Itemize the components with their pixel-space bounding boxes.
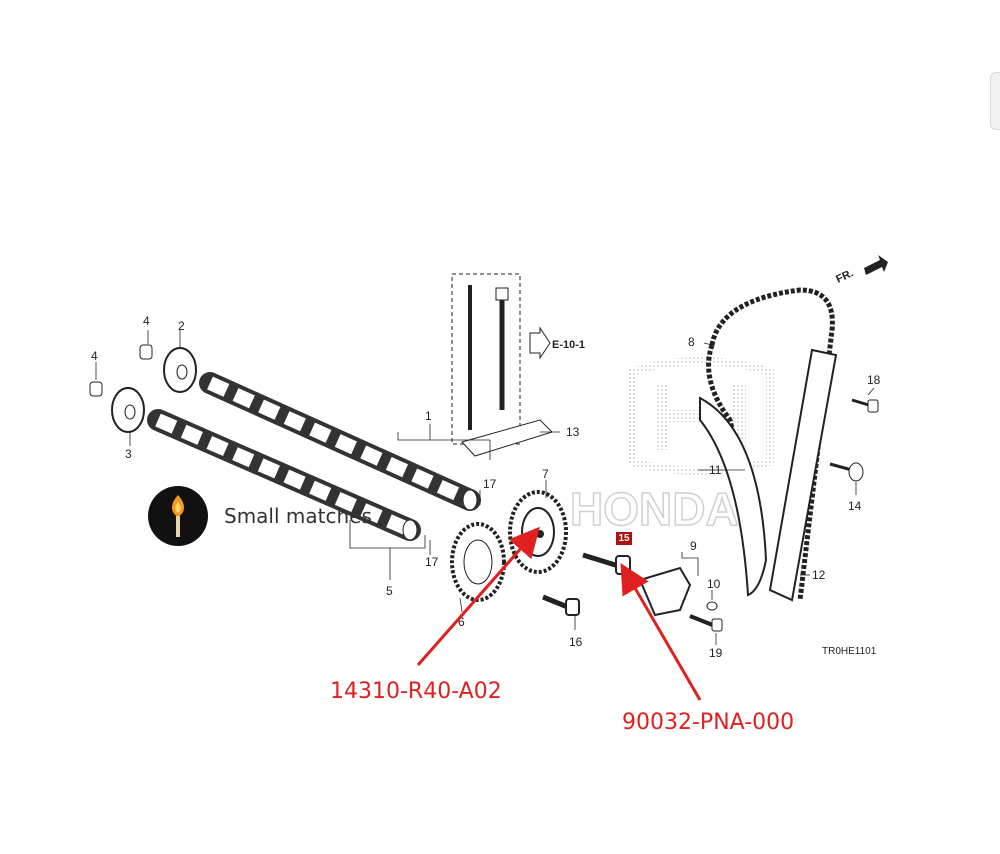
bolt-18 (851, 398, 879, 413)
match-flame-icon (148, 486, 208, 546)
bolt-14 (829, 462, 864, 482)
part-label: 4 (91, 349, 98, 363)
part-label: 16 (569, 635, 583, 649)
plate-3 (111, 387, 145, 433)
bolt-16 (542, 594, 580, 616)
bolt-19 (689, 614, 723, 632)
drawing-code: TR0HE1101 (822, 646, 877, 657)
badge-text: Small matches (224, 504, 372, 528)
part-label: 18 (867, 373, 881, 387)
part-label: 17 (483, 477, 497, 491)
part-number-callout: 14310-R40-A02 (330, 679, 502, 704)
callout-arrow-a (416, 526, 540, 666)
gear-7-actuator (508, 490, 568, 574)
gear-6 (450, 522, 506, 602)
svg-text:FR.: FR. (834, 267, 855, 285)
part-label: 2 (178, 319, 185, 333)
part-label: 3 (125, 447, 132, 461)
bracket-13 (461, 419, 553, 457)
part-label: 1 (425, 409, 432, 423)
bolt-group: E-10-1 (451, 273, 585, 445)
camshaft-lower (147, 409, 421, 541)
watermark-text: HONDA (570, 483, 739, 535)
nut-4b (89, 381, 103, 397)
part-label: 9 (690, 539, 697, 553)
part-label: 5 (386, 584, 393, 598)
side-scroll-tab[interactable] (990, 72, 1000, 130)
washer-10 (706, 601, 718, 611)
front-arrow-icon: FR. (834, 255, 888, 286)
bolt-15 (582, 552, 631, 575)
nut-4a (139, 344, 153, 360)
reference-arrow-icon (529, 326, 551, 360)
watermark-badge: Small matches (148, 486, 372, 546)
tensioner-9 (638, 566, 692, 617)
part-label: 17 (425, 555, 439, 569)
part-label: 11 (709, 463, 722, 477)
reference-label: E-10-1 (552, 339, 585, 351)
callout-arrow-b (620, 563, 702, 701)
chain-guide-11 (699, 396, 768, 597)
part-label: 4 (143, 314, 150, 328)
part-label: 19 (709, 646, 723, 660)
part-label: 10 (707, 577, 721, 591)
timing-chain-8 (709, 287, 835, 601)
part-label: 13 (566, 425, 580, 439)
part-label: 14 (848, 499, 862, 513)
part-number-labels: 1 2 3 4 4 5 6 7 8 9 10 11 12 13 14 16 17… (91, 314, 881, 660)
camshaft-upper (199, 372, 481, 511)
leader-lines (95, 330, 875, 645)
part-label: 6 (458, 615, 465, 629)
chain-guide-12 (768, 348, 838, 602)
part-number-callout: 90032-PNA-000 (622, 710, 795, 735)
highlighted-part-15: 15 (616, 532, 632, 545)
part-label: 7 (542, 467, 549, 481)
part-label: 8 (688, 335, 695, 349)
part-label: 12 (812, 568, 826, 582)
plate-2 (163, 347, 197, 393)
